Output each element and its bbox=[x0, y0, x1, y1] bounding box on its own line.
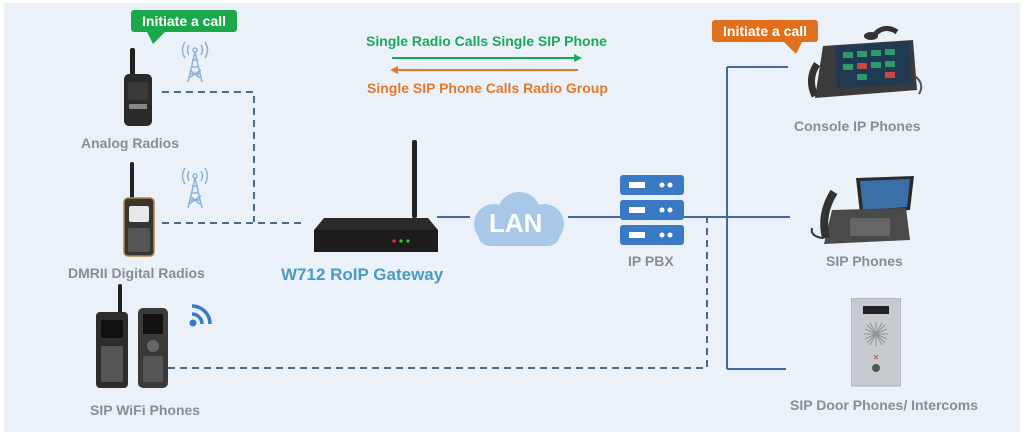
label-dmr-digital-radios: DMRII Digital Radios bbox=[68, 265, 205, 281]
wifi-icon bbox=[189, 304, 212, 327]
label-sip-door-phones: SIP Door Phones/ Intercoms bbox=[790, 397, 979, 413]
console-phone-icon bbox=[808, 26, 923, 98]
label-console-ip-phones: Console IP Phones bbox=[794, 118, 921, 134]
label-lan: LAN bbox=[489, 208, 543, 238]
radio-tower-icon bbox=[181, 167, 209, 209]
initiate-call-callout-radio: Initiate a call bbox=[131, 10, 238, 44]
analog-radio-icon bbox=[124, 48, 152, 126]
ip-pbx-server-icon bbox=[620, 175, 684, 245]
link-wifi-phones bbox=[168, 218, 708, 369]
link-analog-radio bbox=[162, 91, 255, 222]
door-phone-icon: ✕ bbox=[851, 298, 901, 387]
roip-gateway-icon bbox=[314, 140, 438, 252]
label-sip-phones: SIP Phones bbox=[826, 253, 903, 269]
initiate-call-callout-console: Initiate a call bbox=[712, 20, 819, 54]
radio-tower-icon bbox=[181, 41, 209, 83]
sip-phone-icon bbox=[810, 176, 914, 244]
label-sip-wifi-phones: SIP WiFi Phones bbox=[90, 402, 201, 418]
label-roip-gateway: W712 RoIP Gateway bbox=[281, 265, 444, 284]
arrow-radio-to-sip-head bbox=[574, 54, 582, 62]
dmr-radio-icon bbox=[123, 162, 155, 257]
flow-label-sip-to-radio: Single SIP Phone Calls Radio Group bbox=[367, 80, 608, 96]
svg-text:✕: ✕ bbox=[873, 353, 880, 362]
label-ip-pbx: IP PBX bbox=[628, 253, 674, 269]
arrow-sip-to-radio-head bbox=[390, 66, 398, 74]
label-analog-radios: Analog Radios bbox=[81, 135, 180, 151]
wifi-phone-icon bbox=[96, 284, 168, 388]
lan-cloud-icon bbox=[474, 192, 564, 246]
flow-label-radio-to-sip: Single Radio Calls Single SIP Phone bbox=[366, 33, 607, 49]
